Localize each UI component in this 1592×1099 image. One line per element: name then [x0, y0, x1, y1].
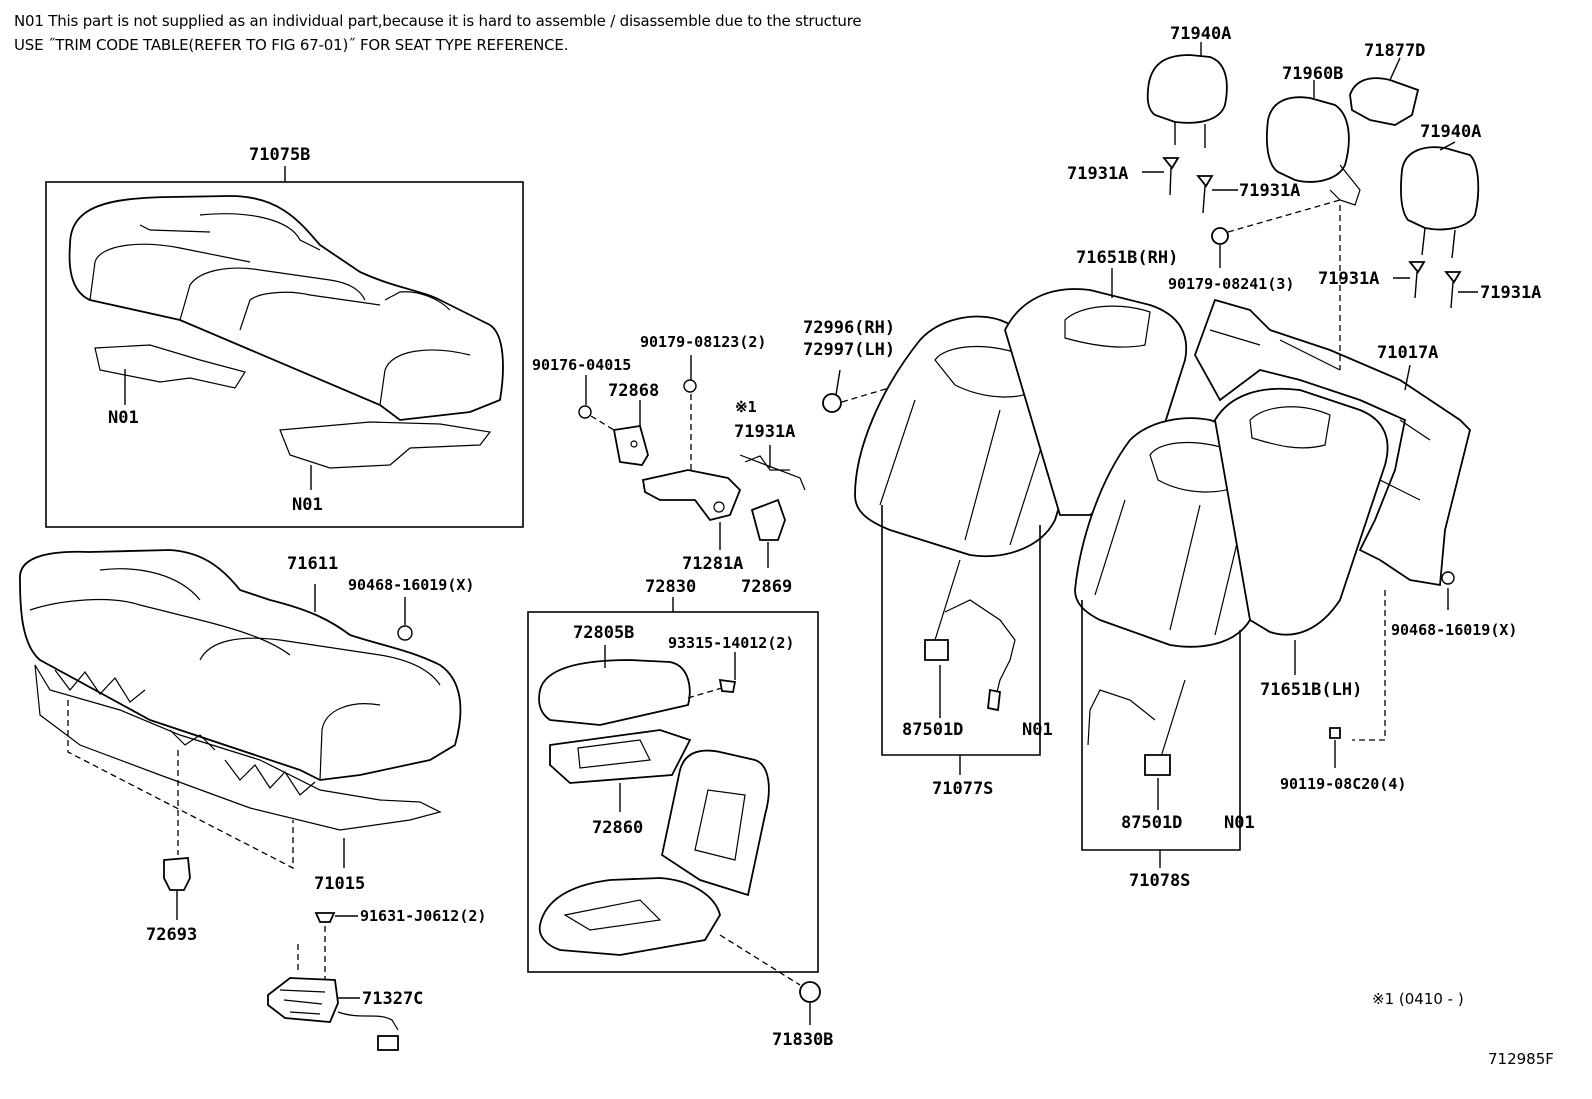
note-n01: N01 This part is not supplied as an indi… — [14, 12, 862, 30]
label-71017a: 71017A — [1377, 343, 1439, 363]
label-n01-c: N01 — [1022, 720, 1053, 740]
label-n01-a: N01 — [108, 408, 139, 428]
seat-cushion-cover-drawing — [68, 195, 504, 469]
note-trim-code: USE ˝​TRIM CODE TABLE(REFER TO FIG 67-01… — [14, 36, 569, 54]
label-87501d-rh: 87501D — [902, 720, 964, 740]
label-71830b: 71830B — [772, 1030, 834, 1050]
label-71077s: 71077S — [932, 779, 994, 799]
label-71015: 71015 — [314, 874, 366, 894]
label-71931a-1: 71931A — [1067, 164, 1129, 184]
seat-cushion-pad-drawing — [19, 549, 462, 831]
effectivity-note: ※1 (0410 - ) — [1372, 990, 1464, 1008]
figure-id: 712985F — [1488, 1050, 1554, 1068]
label-93315-14012: 93315-14012(2) — [668, 634, 795, 652]
label-90119-08c20: 90119-08C20(4) — [1280, 775, 1407, 793]
label-71931a-4: 71931A — [1480, 283, 1542, 303]
label-90468-16019-left: 90468-16019(X) — [348, 576, 475, 594]
label-72996-rh: 72996(RH) — [803, 318, 896, 338]
label-71931a-3: 71931A — [1318, 269, 1380, 289]
label-72805b: 72805B — [573, 623, 635, 643]
label-72997-lh: 72997(LH) — [803, 340, 896, 360]
label-90179-08123: 90179-08123(2) — [640, 333, 767, 351]
label-mark-1: ※1 — [735, 398, 757, 416]
seatback-lh-drawing — [1074, 387, 1389, 648]
label-71078s: 71078S — [1129, 871, 1191, 891]
label-71931a-center: 71931A — [734, 422, 796, 442]
label-n01-b: N01 — [292, 495, 323, 515]
label-71931a-2: 71931A — [1239, 181, 1301, 201]
label-71327c: 71327C — [362, 989, 424, 1009]
label-71877d: 71877D — [1364, 41, 1426, 61]
label-90176-04015: 90176-04015 — [532, 356, 632, 374]
headrests-drawing — [1146, 54, 1480, 259]
label-71075b: 71075B — [249, 145, 311, 165]
label-72869: 72869 — [741, 577, 793, 597]
label-71940a-left: 71940A — [1170, 24, 1232, 44]
label-71611: 71611 — [287, 554, 339, 574]
label-72860: 72860 — [592, 818, 644, 838]
label-n01-d: N01 — [1224, 813, 1255, 833]
label-72830: 72830 — [645, 577, 697, 597]
label-87501d-lh: 87501D — [1121, 813, 1183, 833]
label-72693: 72693 — [146, 925, 198, 945]
label-71651b-rh: 71651B(RH) — [1076, 248, 1179, 268]
label-90468-16019-right: 90468-16019(X) — [1391, 621, 1518, 639]
label-90179-08241: 90179-08241(3) — [1168, 275, 1295, 293]
label-71960b: 71960B — [1282, 64, 1344, 84]
label-71651b-lh: 71651B(LH) — [1260, 680, 1363, 700]
label-72868: 72868 — [608, 381, 660, 401]
label-71281a: 71281A — [682, 554, 744, 574]
label-71940a-right: 71940A — [1420, 122, 1482, 142]
label-91631-j0612: 91631-J0612(2) — [360, 907, 487, 925]
